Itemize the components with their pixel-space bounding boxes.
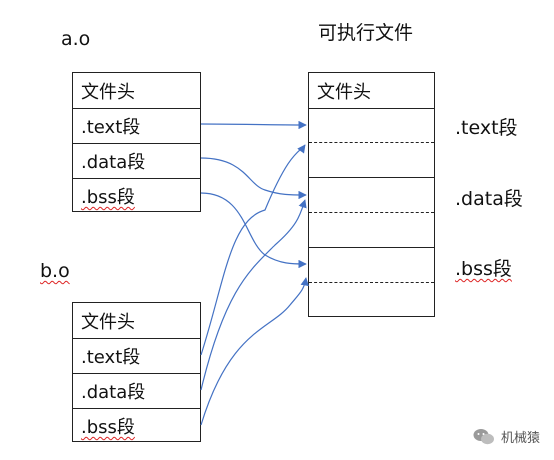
exe-text-boundary <box>309 108 434 109</box>
executable-file: 文件头 <box>308 72 435 317</box>
bo-title: b.o <box>40 260 70 282</box>
watermark: 机械猿 <box>473 427 540 446</box>
ao-object-file: 文件头 .text段 .data段 .bss段 <box>72 72 201 212</box>
arrow-bo-text <box>200 144 306 356</box>
bo-data-section: .data段 <box>73 373 200 408</box>
bo-header-section: 文件头 <box>81 311 135 333</box>
wechat-icon <box>473 428 495 446</box>
ao-data-section: .data段 <box>73 143 200 178</box>
bo-object-file: 文件头 .text段 .data段 .bss段 <box>72 302 201 442</box>
exe-bss-boundary <box>309 247 434 248</box>
bo-bss-label: .bss段 <box>81 417 135 438</box>
arrow-ao-text <box>200 120 307 130</box>
exe-data-divider <box>309 212 434 213</box>
exe-bss-divider <box>309 282 434 283</box>
exe-bss-label-text: .bss段 <box>455 258 512 280</box>
ao-title: a.o <box>61 28 91 50</box>
arrow-ao-bss <box>200 192 307 269</box>
exe-data-label: .data段 <box>455 188 523 210</box>
exe-text-divider <box>309 142 434 143</box>
exe-data-boundary <box>309 177 434 178</box>
arrow-bo-bss <box>200 277 309 426</box>
exe-text-label: .text段 <box>455 117 518 139</box>
arrow-bo-data <box>200 199 307 391</box>
ao-header-section: 文件头 <box>81 81 135 103</box>
exe-header-section: 文件头 <box>317 81 371 103</box>
ao-text-section: .text段 <box>73 108 200 143</box>
exe-bss-label: .bss段 <box>455 254 512 281</box>
executable-title: 可执行文件 <box>318 22 414 44</box>
arrow-ao-data <box>200 157 307 200</box>
ao-bss-label: .bss段 <box>81 187 135 208</box>
bo-text-section: .text段 <box>73 338 200 373</box>
ao-bss-section: .bss段 <box>73 178 200 213</box>
watermark-text: 机械猿 <box>500 431 540 446</box>
bo-bss-section: .bss段 <box>73 408 200 443</box>
